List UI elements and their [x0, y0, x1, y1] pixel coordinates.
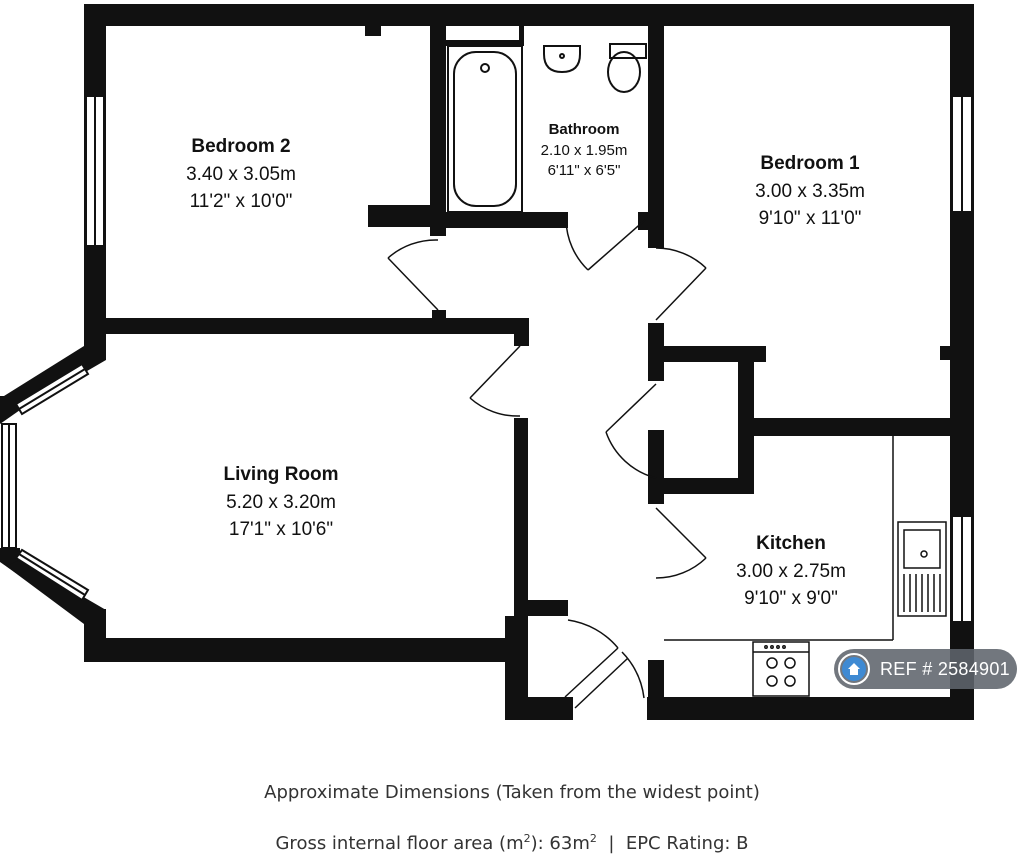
bath-partition: [446, 26, 524, 46]
house-icon: [838, 653, 870, 685]
living-room-imperial: 17'1" x 10'6": [229, 519, 333, 540]
bedroom2-name: Bedroom 2: [191, 136, 290, 157]
approximate-dimensions-note: Approximate Dimensions (Taken from the w…: [264, 782, 760, 803]
bathroom-metric: 2.10 x 1.95m: [541, 142, 628, 159]
bedroom1-metric: 3.00 x 3.35m: [755, 181, 865, 202]
basin: [543, 45, 581, 74]
bedroom1-imperial: 9'10" x 11'0": [759, 208, 862, 229]
sink-icon: [897, 521, 947, 617]
kitchen-metric: 3.00 x 2.75m: [736, 561, 846, 582]
bathroom-name: Bathroom: [549, 121, 620, 138]
area-sup: 2: [523, 832, 531, 845]
living-room-metric: 5.20 x 3.20m: [226, 492, 336, 513]
doors: [387, 219, 707, 709]
floor-area-line: Gross internal floor area (m2): 63m2 | E…: [0, 832, 1024, 854]
hob-icon: [752, 641, 810, 697]
walls: [0, 4, 974, 720]
reference-badge: REF # 2584901: [834, 649, 1017, 689]
bedroom2-metric: 3.40 x 3.05m: [186, 164, 296, 185]
area-value: ): 63m: [530, 833, 590, 854]
bedroom2-imperial: 11'2" x 10'0": [190, 191, 293, 212]
area-sup2: 2: [589, 832, 597, 845]
living-room-name: Living Room: [223, 464, 338, 485]
area-prefix: Gross internal floor area (m: [275, 833, 524, 854]
bathroom-imperial: 6'11" x 6'5": [548, 162, 621, 179]
kitchen-worktop: [664, 436, 894, 641]
bath-tub: [447, 45, 523, 213]
toilet: [607, 43, 647, 93]
kitchen-name: Kitchen: [756, 533, 826, 554]
bedroom1-name: Bedroom 1: [760, 153, 860, 174]
floor-plan: Bedroom 2 3.40 x 3.05m 11'2" x 10'0" Bat…: [0, 4, 974, 720]
reference-number: REF # 2584901: [880, 658, 1010, 679]
windows: [1, 95, 973, 623]
kitchen-imperial: 9'10" x 9'0": [744, 588, 838, 609]
epc-rating: | EPC Rating: B: [596, 833, 749, 854]
